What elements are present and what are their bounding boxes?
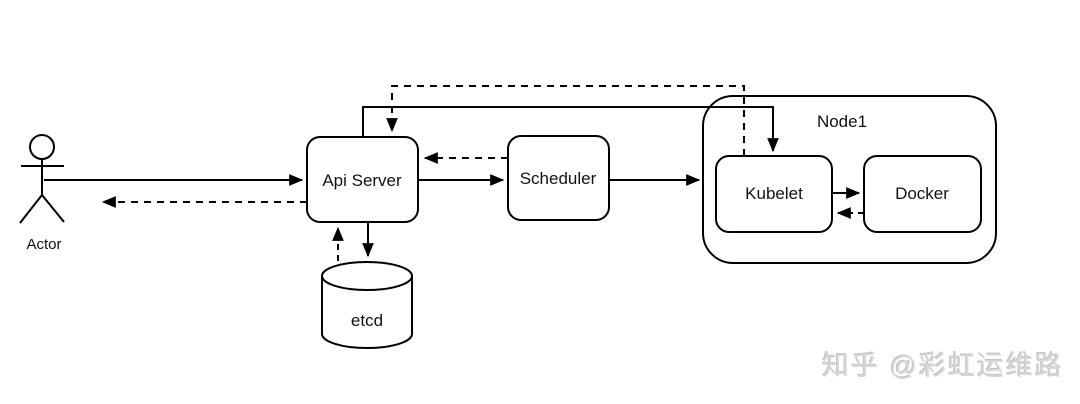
node1-label: Node1 <box>817 112 867 131</box>
actor-leg-right <box>41 194 65 223</box>
edge-kubelet-to-apiserver-dashed <box>386 85 745 156</box>
actor-figure <box>19 134 65 224</box>
api-server-box <box>306 136 419 223</box>
kubelet-box <box>715 155 833 233</box>
etcd-label: etcd <box>351 311 383 330</box>
etcd-cylinder-top <box>321 261 413 291</box>
etcd-cylinder-body <box>321 276 413 349</box>
actor-leg-left <box>19 194 43 224</box>
actor-label: Actor <box>26 236 61 253</box>
edge-apiserver-to-kubelet-solid <box>362 106 779 153</box>
actor-head <box>29 134 55 160</box>
docker-label: Docker <box>895 184 949 203</box>
scheduler-box <box>507 135 610 221</box>
kubelet-label: Kubelet <box>745 184 803 203</box>
api-server-label: Api Server <box>322 171 402 190</box>
scheduler-label: Scheduler <box>520 169 597 188</box>
docker-box <box>863 155 982 233</box>
zhihu-watermark: 知乎 @彩虹运维路 <box>822 351 1064 381</box>
etcd-cylinder <box>321 261 413 349</box>
